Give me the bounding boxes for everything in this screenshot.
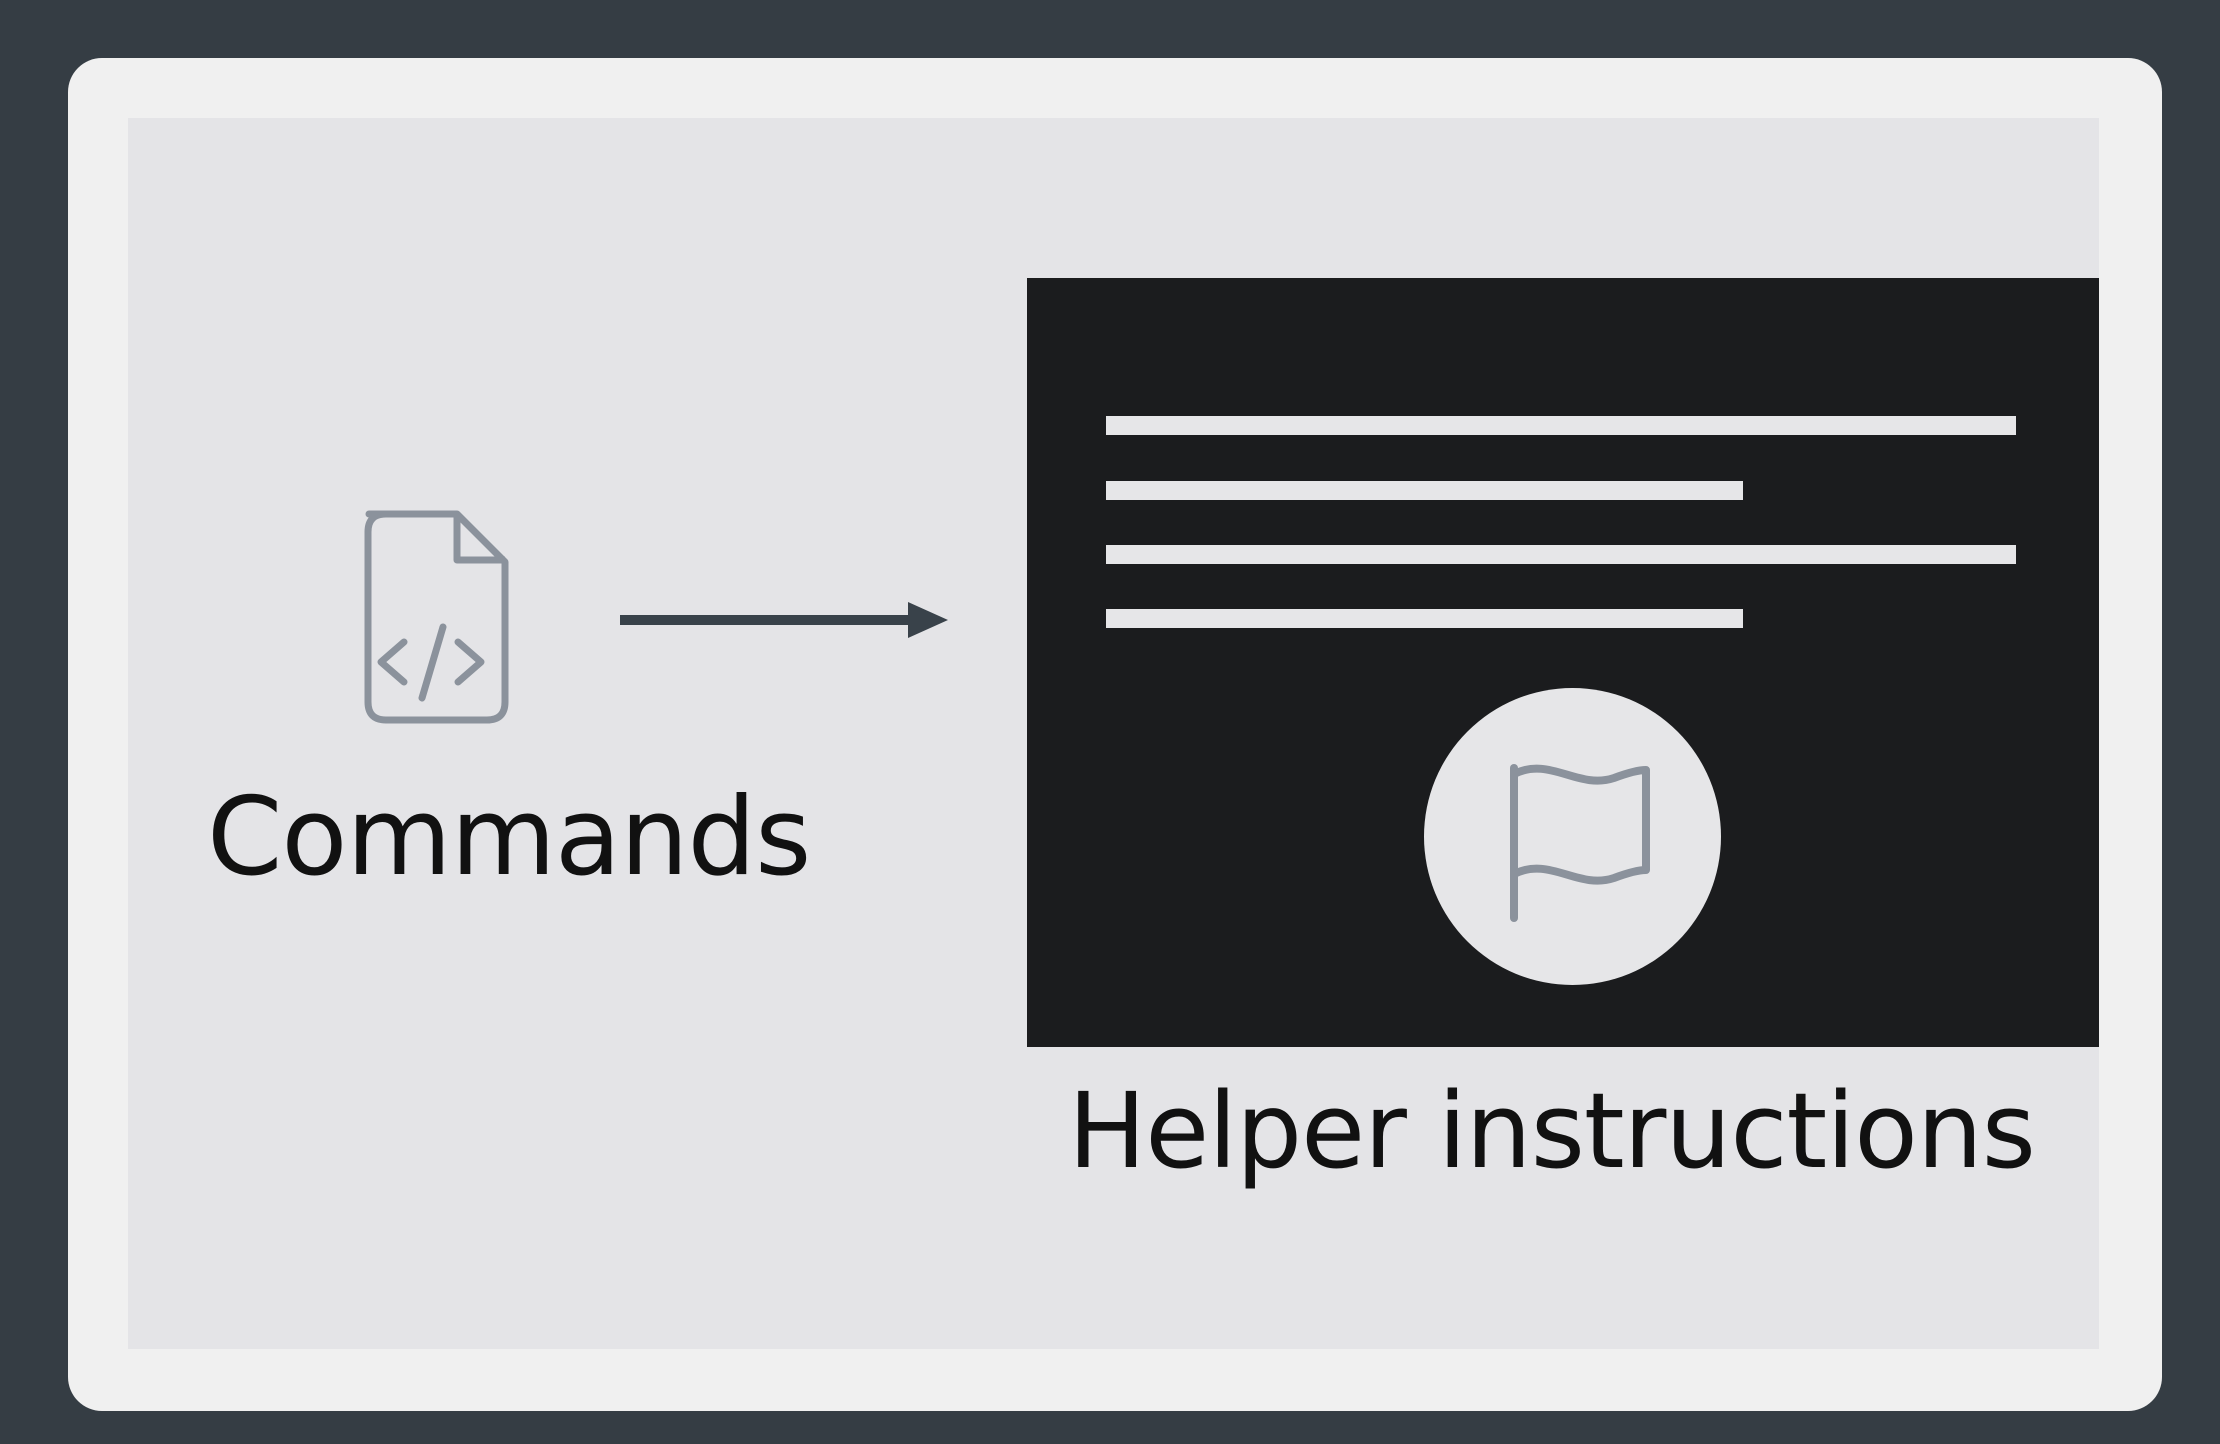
text-line	[1106, 481, 1743, 500]
helper-screen	[1027, 278, 2099, 1047]
helper-instructions-label: Helper instructions	[1068, 1070, 2036, 1192]
commands-label: Commands	[207, 775, 811, 900]
text-line	[1106, 416, 2016, 435]
flag-badge	[1424, 688, 1721, 985]
text-line	[1106, 545, 2016, 564]
code-file-icon	[364, 510, 509, 724]
text-line	[1106, 609, 1743, 628]
flag-icon	[1510, 764, 1650, 922]
right-arrow-icon	[620, 602, 948, 638]
